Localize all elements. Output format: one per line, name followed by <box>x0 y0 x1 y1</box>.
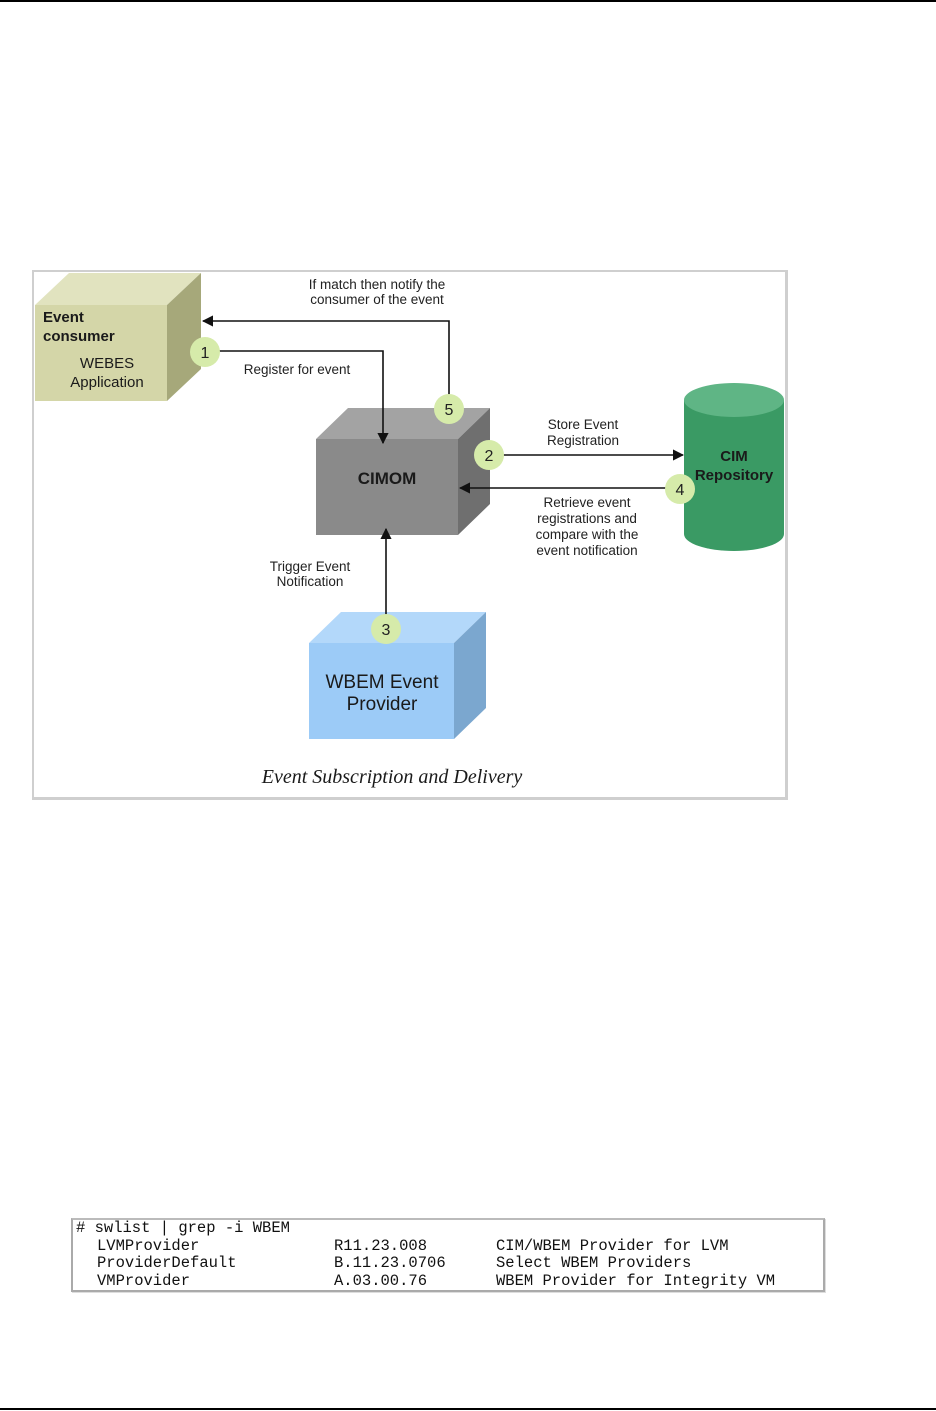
row-1-version: R11.23.008 <box>334 1236 428 1255</box>
wbem-provider-line-2: Provider <box>347 694 418 715</box>
row-1-name: LVMProvider <box>97 1236 200 1255</box>
row-3-name: VMProvider <box>97 1271 191 1290</box>
cim-repository-node: CIM Repository <box>684 383 784 551</box>
row-1-description: CIM/WBEM Provider for LVM <box>496 1236 729 1255</box>
step-4-label-3: compare with the <box>536 527 639 542</box>
step-4-label-4: event notification <box>536 543 637 558</box>
step-5-label-2: consumer of the event <box>310 292 444 307</box>
step-4-label-2: registrations and <box>537 511 637 526</box>
step-2-label-2: Registration <box>547 433 619 448</box>
row-3-description: WBEM Provider for Integrity VM <box>496 1271 776 1290</box>
cimom-label: CIMOM <box>358 469 417 488</box>
step-badge-1: 1 <box>190 337 220 367</box>
row-2-version: B.11.23.0706 <box>334 1254 446 1272</box>
row-2-name: ProviderDefault <box>97 1254 237 1272</box>
arrow-step-1 <box>218 350 389 445</box>
event-consumer-sub-1: WEBES <box>80 355 134 372</box>
figure-caption: Event Subscription and Delivery <box>261 766 523 788</box>
event-consumer-sub-2: Application <box>70 374 143 391</box>
arrow-step-5 <box>201 315 450 398</box>
svg-text:5: 5 <box>445 402 454 419</box>
page-bottom-rule <box>0 1408 936 1410</box>
row-3-version: A.03.00.76 <box>334 1271 428 1290</box>
step-5-label-1: If match then notify the <box>309 277 446 292</box>
step-4-label-1: Retrieve event <box>543 495 630 510</box>
row-2-description: Select WBEM Providers <box>496 1254 692 1272</box>
step-badge-3: 3 <box>371 614 401 644</box>
step-1-label: Register for event <box>244 362 351 377</box>
svg-text:3: 3 <box>382 622 391 639</box>
cim-repository-line-1: CIM <box>720 448 748 465</box>
terminal-command: # swlist | grep -i WBEM <box>76 1219 290 1237</box>
svg-text:1: 1 <box>201 345 210 362</box>
step-2-label-1: Store Event <box>548 417 619 432</box>
cimom-node: CIMOM <box>316 408 490 535</box>
step-3-label-1: Trigger Event <box>270 559 351 574</box>
event-consumer-title-1: Event <box>43 309 84 326</box>
step-badge-4: 4 <box>665 474 695 504</box>
cim-repository-line-2: Repository <box>695 467 774 484</box>
wbem-provider-line-1: WBEM Event <box>326 672 440 693</box>
page-top-rule <box>0 0 936 2</box>
step-badge-5: 5 <box>434 394 464 424</box>
event-consumer-node: Event consumer WEBES Application <box>35 273 201 401</box>
svg-text:4: 4 <box>676 482 685 499</box>
event-consumer-title-2: consumer <box>43 328 115 345</box>
svg-text:2: 2 <box>485 448 494 465</box>
step-badge-2: 2 <box>474 440 504 470</box>
step-3-label-2: Notification <box>277 574 344 589</box>
terminal-output: # swlist | grep -i WBEM LVMProvider R11.… <box>71 1218 825 1292</box>
